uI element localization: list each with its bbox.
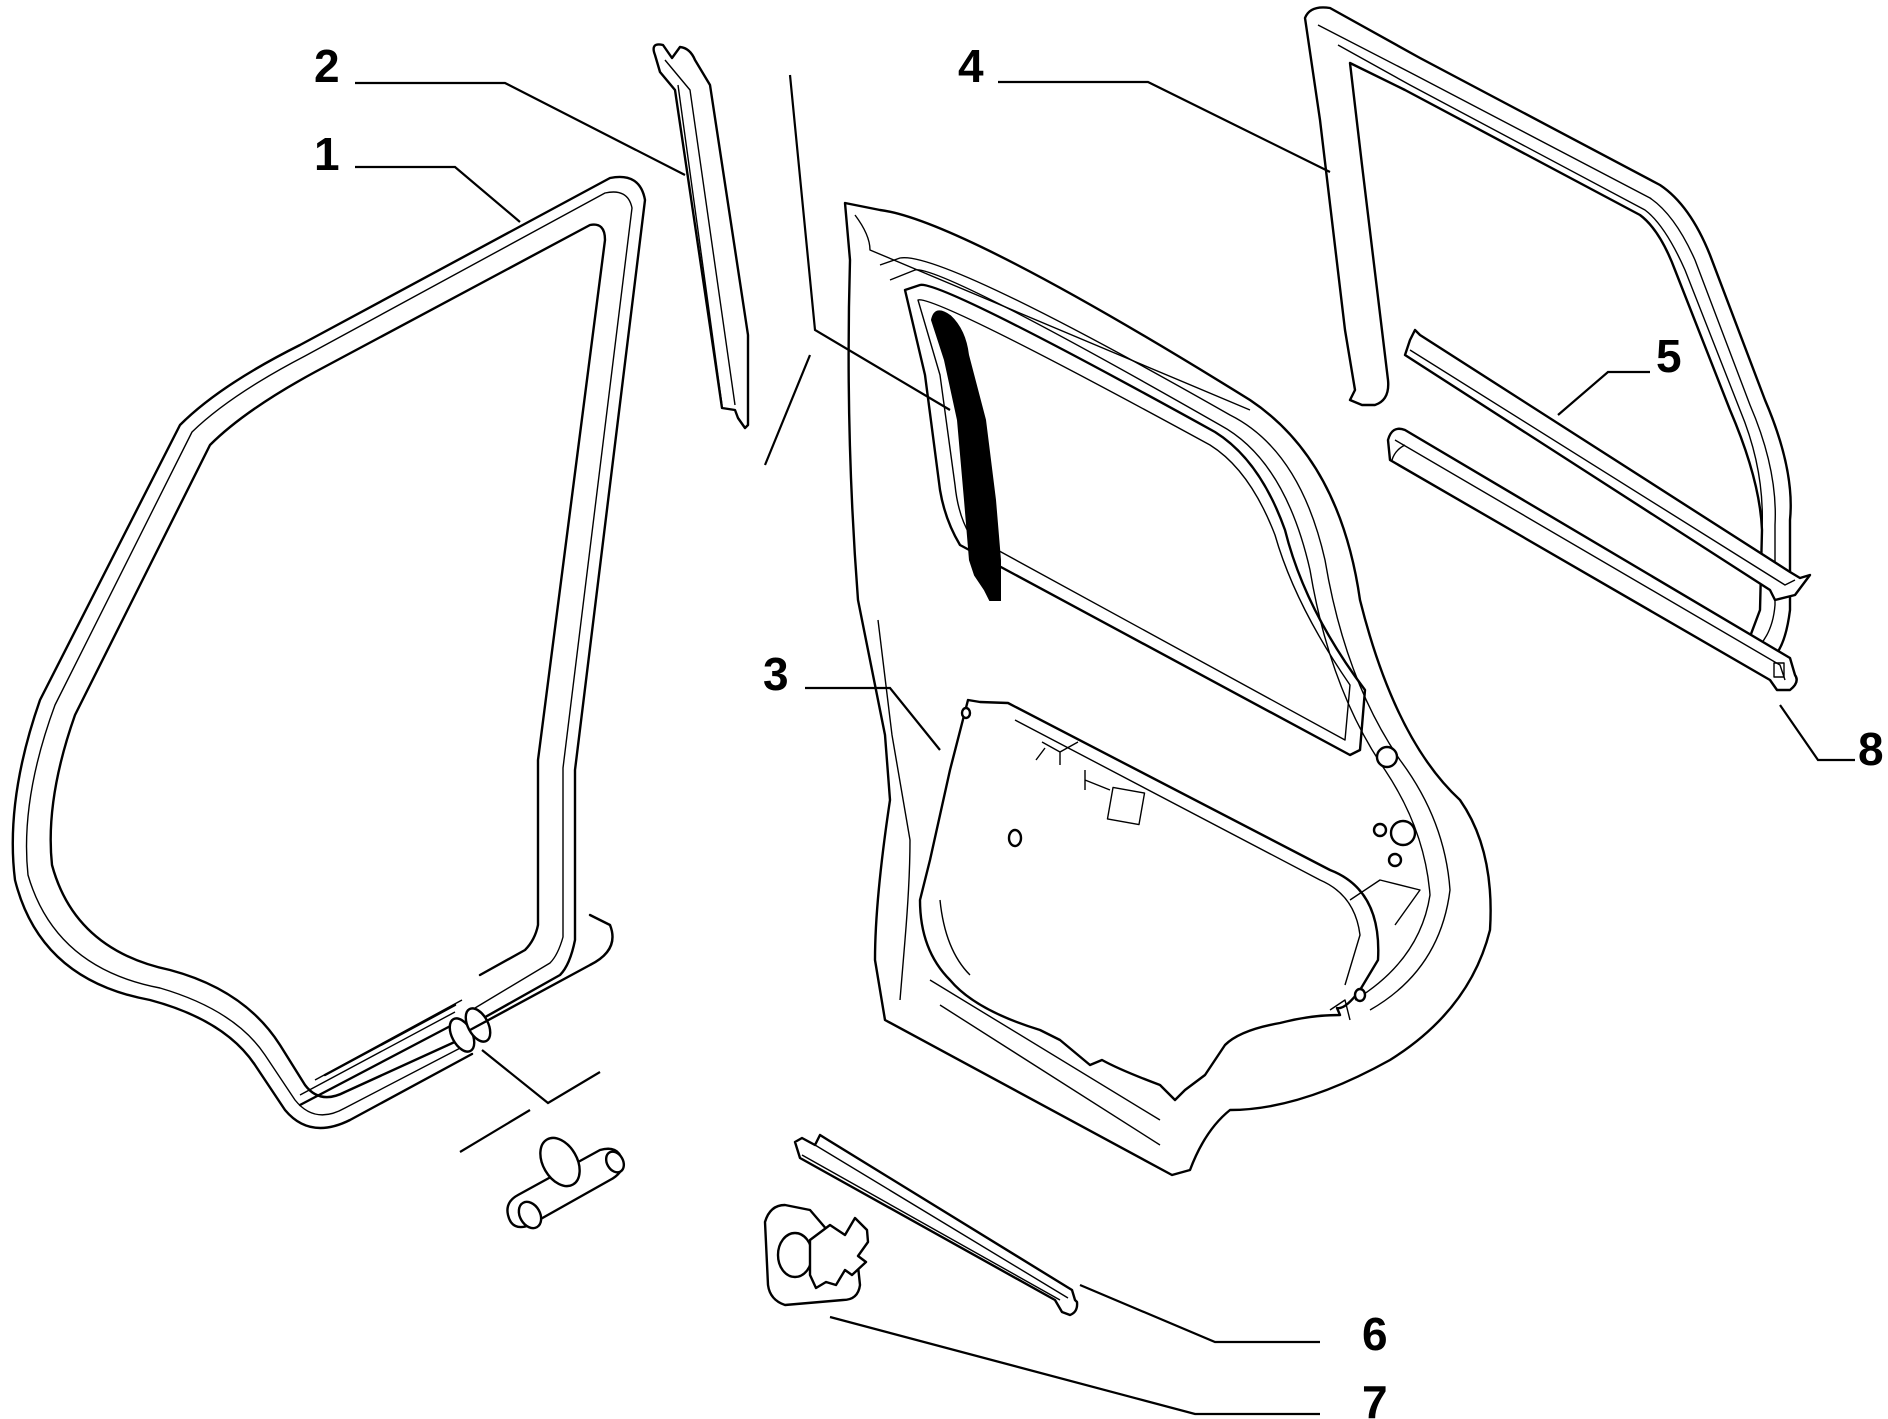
leader-8 <box>1779 704 1855 762</box>
inner-belt-strip <box>1386 427 1798 692</box>
leader-1-splice <box>481 1049 601 1105</box>
callout-1: 1 <box>314 128 340 180</box>
leader-3-split <box>788 74 951 411</box>
leader-2 <box>355 81 686 176</box>
callout-5: 5 <box>1656 330 1682 382</box>
pillar-seal-strip <box>652 43 750 430</box>
callout-4: 4 <box>958 40 984 92</box>
leader-4 <box>998 80 1331 173</box>
leader-7 <box>829 1315 1320 1416</box>
screw-fastener <box>763 1203 870 1307</box>
callout-2: 2 <box>314 40 340 92</box>
leader-5 <box>1557 370 1650 416</box>
window-channel <box>1303 6 1792 667</box>
inner-channel-seal <box>930 310 1001 601</box>
plug-clip <box>506 1136 626 1230</box>
leader-1 <box>355 165 521 223</box>
lower-sill-strip <box>793 1133 1079 1317</box>
callout-7: 7 <box>1362 1376 1388 1419</box>
leader-3 <box>805 686 941 751</box>
leader-6 <box>1079 1283 1320 1344</box>
leader-3-split-b <box>763 354 812 466</box>
callout-6: 6 <box>1362 1308 1388 1360</box>
door-frame-seal <box>11 175 647 1130</box>
leader-1-splice-b <box>459 1109 531 1153</box>
callout-3: 3 <box>763 648 789 700</box>
callout-8: 8 <box>1858 723 1884 775</box>
door-shell <box>843 201 1492 1177</box>
callout-labels: 2 1 3 4 5 8 6 7 <box>314 40 1884 1419</box>
leader-lines <box>355 74 1855 1416</box>
outer-belt-strip <box>1403 328 1812 602</box>
